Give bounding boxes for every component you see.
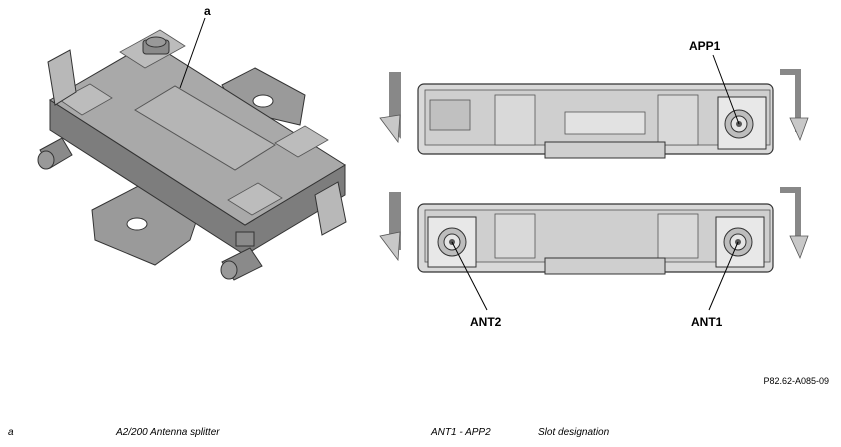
callout-ant2: ANT2 [470,315,502,329]
splitter-view-top: APP1 [379,39,809,159]
connector-top [142,36,170,55]
connector-bottom [220,231,263,281]
antenna-splitter-3d-view: a [37,4,347,281]
splitter-view-bottom: ANT2 ANT1 [379,187,809,329]
callout-ant1: ANT1 [691,315,723,329]
figure-reference: P82.62-A085-09 [763,376,829,386]
legend-desc-ant: Slot designation [538,427,610,438]
callout-app1: APP1 [689,39,721,53]
legend-key-ant: ANT1 - APP2 [431,427,491,438]
legend-key-a: a [8,427,14,438]
legend-desc-a: A2/200 Antenna splitter [116,427,220,438]
callout-a: a [204,4,211,18]
connector-left [37,137,73,170]
